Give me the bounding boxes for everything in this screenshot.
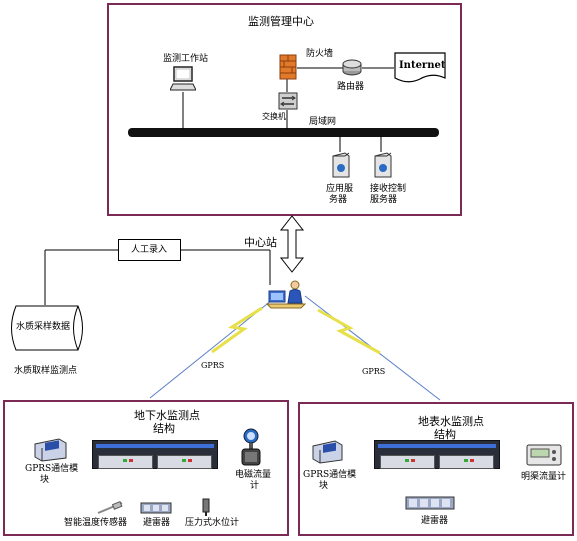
surface-gprs-module-label-1: GPRS通信模	[303, 470, 357, 480]
center-title: 监测管理中心	[248, 15, 314, 28]
gprs-left-bolt	[211, 306, 263, 354]
router-icon	[342, 58, 362, 76]
surface-title-1: 地表水监测点	[418, 415, 484, 428]
water-sample-data-cylinder	[8, 305, 88, 351]
recv-server-icon	[372, 152, 392, 178]
workstation-icon	[169, 66, 197, 92]
workstation-label: 监测工作站	[163, 54, 209, 64]
gprs-right-label: GPRS	[362, 367, 386, 376]
surface-station-box	[298, 402, 574, 536]
surface-title-2: 结构	[434, 428, 456, 441]
em-flowmeter-icon	[240, 428, 262, 466]
app-server-label-2: 务器	[329, 195, 348, 205]
firewall-label: 防火墙	[306, 49, 334, 59]
gprs-right-bolt	[317, 308, 381, 355]
pressure-gauge-label: 压力式水位计	[185, 518, 240, 528]
ground-title-2: 结构	[153, 422, 175, 435]
central-station-icon	[265, 279, 307, 309]
firewall-icon	[278, 54, 298, 80]
ground-gprs-module-label-1: GPRS通信模	[25, 464, 79, 474]
ground-gprs-module-icon	[33, 438, 67, 462]
water-sample-data-label: 水质采样数据	[16, 322, 71, 332]
surface-gprs-module-icon	[311, 440, 343, 464]
internet-icon	[394, 52, 446, 84]
ground-rtu-rack	[92, 440, 218, 469]
ground-lightning-arrester-label: 避雷器	[143, 518, 171, 528]
surface-gprs-module-label-2: 块	[319, 481, 329, 491]
em-flowmeter-label-2: 计	[250, 481, 260, 491]
manual-entry-label: 人工录入	[131, 245, 168, 255]
app-server-label-1: 应用服	[326, 184, 354, 194]
temp-sensor-label: 智能温度传感器	[64, 518, 128, 528]
app-server-icon	[330, 152, 350, 178]
ground-lightning-arrester-icon	[140, 500, 172, 516]
switch-label: 交换机	[262, 112, 286, 121]
pressure-gauge-icon	[200, 498, 212, 516]
lan-label: 局域网	[309, 117, 337, 127]
channel-flowmeter-icon	[526, 444, 562, 466]
surface-rtu-rack	[374, 440, 500, 469]
ground-title-1: 地下水监测点	[134, 409, 200, 422]
temp-sensor-icon	[96, 500, 124, 514]
surface-lightning-arrester-label: 避雷器	[421, 516, 449, 526]
gprs-left-label: GPRS	[201, 361, 225, 370]
channel-flowmeter-label: 明渠流量计	[521, 472, 567, 482]
router-label: 路由器	[337, 82, 365, 92]
central-station-label: 中心站	[244, 236, 277, 249]
lan-bus	[128, 128, 439, 137]
manual-entry-box	[118, 239, 181, 261]
surface-lightning-arrester-icon	[405, 495, 455, 511]
center-link-arrow	[279, 215, 305, 273]
em-flowmeter-label-1: 电磁流量	[235, 470, 272, 480]
internet-label: Internet	[399, 60, 446, 71]
ground-gprs-module-label-2: 块	[40, 475, 50, 485]
recv-server-label-1: 接收控制	[370, 184, 407, 194]
switch-icon	[278, 92, 298, 110]
water-sample-point-label: 水质取样监测点	[14, 366, 78, 376]
recv-server-label-2: 服务器	[370, 195, 398, 205]
